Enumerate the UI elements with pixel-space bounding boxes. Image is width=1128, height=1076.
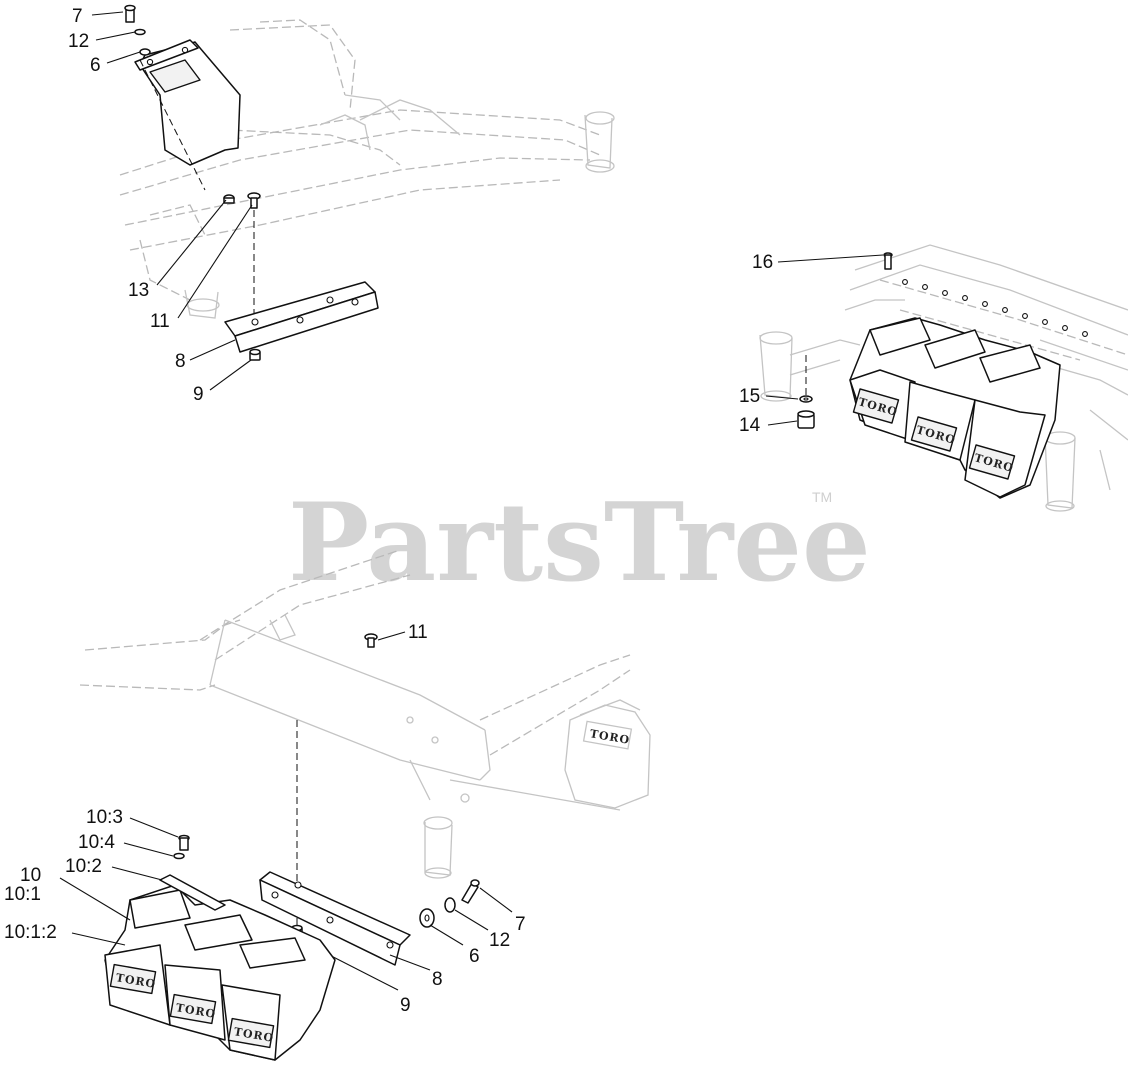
- ghost-weight: TORO: [564, 699, 651, 809]
- weight-stack-top-right: TORO TORO TORO: [849, 317, 1061, 499]
- callout-10-2[interactable]: 10:2: [65, 856, 102, 877]
- callout-12[interactable]: 12: [68, 31, 89, 52]
- bracket-8-bottom: [259, 871, 411, 966]
- weight-stack-bottom: TORO TORO TORO: [104, 884, 336, 1061]
- callout-8-bottom[interactable]: 8: [432, 969, 443, 990]
- washer-6-bottom: [419, 908, 435, 928]
- bolt-7-bottom: [461, 879, 480, 904]
- callout-11-bottom[interactable]: 11: [408, 622, 428, 643]
- callout-11[interactable]: 11: [150, 311, 170, 332]
- bottom-assembly: TORO 11: [4, 549, 651, 1061]
- callout-8[interactable]: 8: [175, 351, 186, 372]
- callout-13[interactable]: 13: [128, 280, 149, 301]
- nut-9-top: [249, 348, 261, 361]
- top-right-assembly: TORO TORO TORO 16 15 14: [739, 244, 1128, 512]
- top-left-assembly: 7 12 6 13 11 8 9: [68, 4, 615, 405]
- washer-10-4: [173, 852, 185, 860]
- callout-7-bottom[interactable]: 7: [515, 914, 526, 935]
- callout-7[interactable]: 7: [72, 6, 83, 27]
- ghost-frame-top-right: [759, 244, 1128, 512]
- callout-12-bottom[interactable]: 12: [489, 930, 510, 951]
- ghost-weight-logo: TORO: [589, 727, 631, 747]
- washer-12-bottom: [444, 897, 456, 913]
- callout-9[interactable]: 9: [193, 384, 204, 405]
- bolt-10-3: [178, 834, 190, 851]
- bracket-8-top: [224, 281, 379, 353]
- deflector-plate: [134, 39, 241, 166]
- carriage-bolt-11-bottom: [364, 633, 378, 648]
- callout-9-bottom[interactable]: 9: [400, 995, 411, 1016]
- callout-6[interactable]: 6: [90, 55, 101, 76]
- callout-16[interactable]: 16: [752, 252, 773, 273]
- callout-10-3[interactable]: 10:3: [86, 807, 123, 828]
- callout-15[interactable]: 15: [739, 386, 760, 407]
- watermark-text: PartsTree: [288, 480, 871, 606]
- washer-15: [799, 395, 813, 403]
- callout-10[interactable]: 10: [20, 865, 41, 886]
- watermark-trademark: TM: [812, 489, 832, 505]
- spacer-14: [797, 410, 815, 429]
- carriage-bolt-11: [247, 192, 261, 209]
- callout-14[interactable]: 14: [739, 415, 761, 436]
- ghost-frame-bottom: [79, 549, 631, 879]
- callout-10-4[interactable]: 10:4: [78, 832, 115, 853]
- bolt-top-left: [124, 4, 151, 56]
- rivets-row: [902, 279, 1088, 337]
- callout-10-1[interactable]: 10:1: [4, 884, 41, 905]
- nut-13: [223, 194, 235, 204]
- callout-6-bottom[interactable]: 6: [469, 946, 480, 967]
- bolt-16: [883, 252, 893, 270]
- callout-10-1-2[interactable]: 10:1:2: [4, 922, 57, 943]
- watermark: PartsTree TM: [288, 480, 871, 606]
- plate-10-2: [159, 874, 226, 911]
